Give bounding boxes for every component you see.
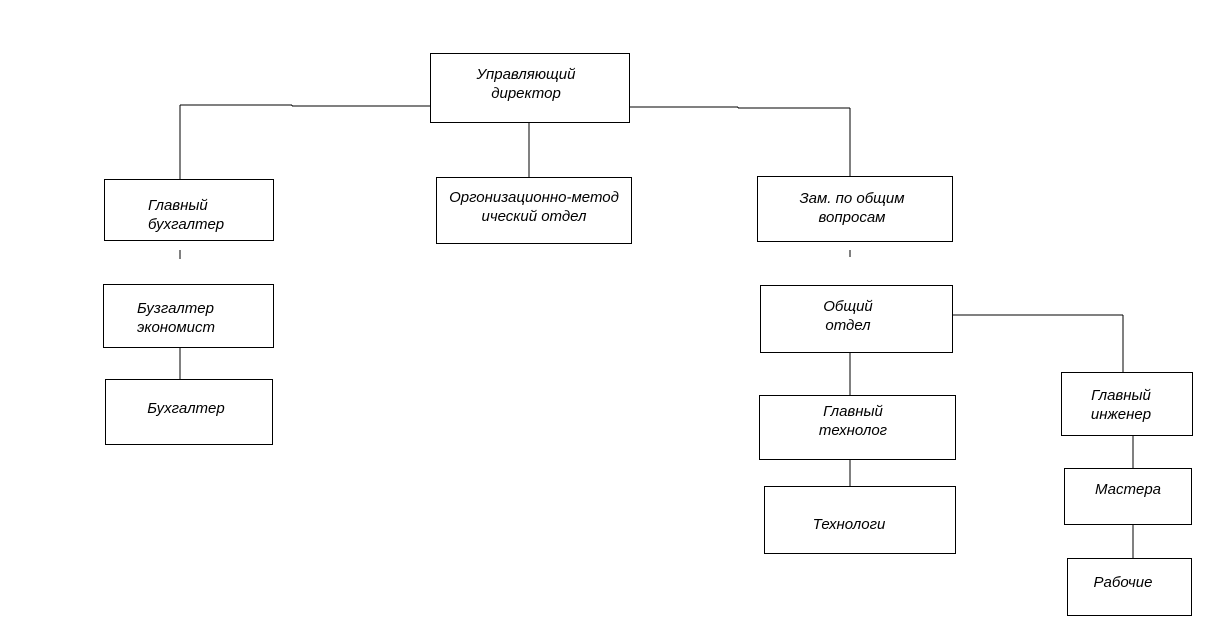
node-director: [430, 53, 630, 123]
node-chief-technologist: [759, 395, 956, 460]
node-general-dept: [760, 285, 953, 353]
node-workers: [1067, 558, 1192, 616]
node-accountant: [105, 379, 273, 445]
node-accountant-economist: [103, 284, 274, 348]
node-chief-technologist-label: Главный технолог: [818, 403, 888, 439]
node-masters: [1064, 468, 1192, 525]
node-technologists: [764, 486, 956, 554]
node-technologists-label: Технологи: [812, 516, 886, 533]
node-general-dept-label: Общий отдел: [823, 298, 873, 334]
node-accountant-economist-label: Бузгалтер экономист: [137, 300, 216, 336]
node-chief-accountant: [104, 179, 274, 241]
node-chief-engineer: [1061, 372, 1193, 436]
node-org-method-dept-label: Оргонизационно-метод ический отдел: [449, 189, 619, 225]
node-deputy-general: [757, 176, 953, 242]
node-org-method-dept: [436, 177, 632, 244]
node-director-label: Управляющий директор: [476, 66, 576, 102]
node-chief-engineer-label: Главный инженер: [1090, 387, 1152, 423]
node-accountant-label: Бухгалтер: [147, 400, 225, 417]
node-workers-label: Рабочие: [1093, 574, 1153, 591]
node-deputy-general-label: Зам. по общим вопросам: [799, 190, 905, 226]
node-chief-accountant-label: Главный бухгалтер: [148, 197, 225, 233]
node-masters-label: Мастера: [1094, 481, 1162, 498]
